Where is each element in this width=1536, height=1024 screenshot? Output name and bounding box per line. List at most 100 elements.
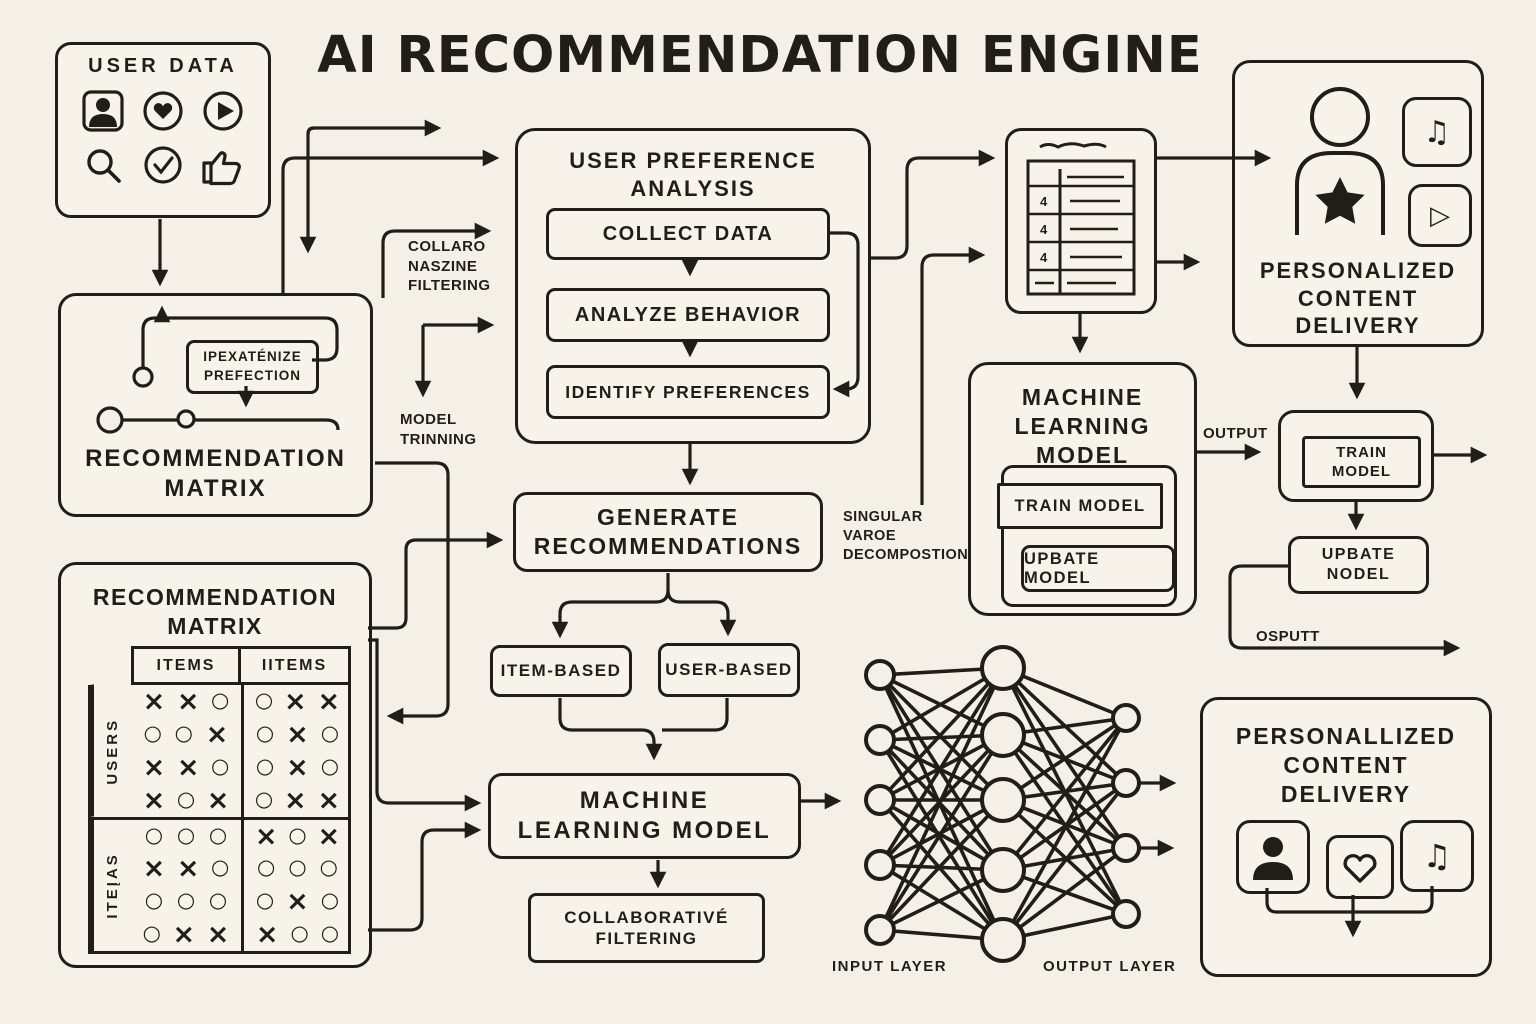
upbate-nodel-box: UPBATE NODEL	[1288, 536, 1429, 594]
nn-node	[1111, 768, 1141, 798]
personalized-content-delivery-top-box: ♫ ▷ PERSONALIZED CONTENT DELIVERY	[1232, 60, 1484, 347]
nn-node	[864, 724, 896, 756]
matrix-cell: ×○×	[142, 784, 230, 816]
item-based-box: ITEM-BASED	[490, 645, 632, 697]
recommendation-matrix-box: IPEXATÉNIZE PREFECTION RECOMMENDATION MA…	[58, 293, 373, 517]
matrix-cell: ○××	[241, 685, 351, 718]
machine-learning-model-box: MACHINE LEARNING MODEL	[488, 773, 801, 859]
nn-node	[980, 645, 1026, 691]
train-model-right-box: TRAIN MODEL	[1278, 410, 1434, 502]
collaro-naszine-filtering-label: COLLARO NASZINE FILTERING	[408, 238, 491, 294]
ml-right-title: MACHINE LEARNING MODEL	[1014, 384, 1151, 468]
matrix-row-group: USERS××○○××○○×○×○××○○×○×○×○××	[91, 685, 348, 817]
matrix-row: ××○ ○×○	[131, 750, 351, 784]
matrix-cell: ××○	[142, 853, 230, 885]
matrix-cell: ○○○	[144, 888, 228, 913]
matrix-col-header-items: ITEMS	[131, 646, 241, 685]
user-data-icons	[58, 88, 268, 188]
svg-text:4: 4	[1040, 250, 1048, 265]
play-circle-icon	[200, 88, 246, 134]
identify-preferences-step: IDENTIFY PREFERENCES	[546, 365, 830, 419]
nn-node	[980, 917, 1026, 963]
machine-learning-model-right-box: MACHINE LEARNING MODEL TRAIN MODEL UPBAT…	[968, 362, 1197, 616]
train-model-inner-box: TRAIN MODEL	[1302, 436, 1421, 488]
matrix-header-row: ITEMS IITEMS	[131, 646, 351, 685]
ipexatenize-line1: IPEXATÉNIZE	[203, 349, 302, 365]
matrix-row-group-label: ITEĮAS	[91, 819, 131, 952]
matrix-row: ××○ ○××	[131, 685, 351, 718]
matrix-row-group: ITEĮAS○○○×○×××○○○○○○○○×○○×××○○	[91, 816, 351, 952]
nn-node	[1111, 833, 1141, 863]
matrix-table: ITEMS IITEMS USERS××○○××○○×○×○××○○×○×○×○…	[88, 646, 351, 955]
matrix-table-title: RECOMMENDATION MATRIX	[92, 584, 338, 639]
matrix-cell: ○○×	[143, 718, 229, 750]
matrix-row: ×○× ○××	[131, 783, 351, 817]
osputt-label: OSPUTT	[1256, 628, 1320, 645]
upa-title: USER PREFERENCE ANALYSIS	[569, 148, 817, 201]
play-icon: ▷	[1408, 184, 1472, 247]
personalized-content-delivery-bottom-box: PERSONALLIZED CONTENT DELIVERY ♫	[1200, 697, 1492, 977]
nn-node	[864, 914, 896, 946]
user-preference-analysis-box: USER PREFERENCE ANALYSIS COLLECT DATA AN…	[515, 128, 871, 444]
matrix-cell: ×○○	[241, 918, 351, 952]
nn-node	[980, 777, 1026, 823]
output-layer-label: OUTPUT LAYER	[1043, 958, 1177, 975]
user-based-box: USER-BASED	[658, 643, 800, 697]
generate-recommendations-box: GENERATE RECOMMENDATIONS	[513, 492, 823, 572]
nn-node	[864, 659, 896, 691]
heart-circle-icon	[140, 88, 186, 134]
matrix-row: ○○× ○×○	[131, 717, 351, 751]
matrix-cell: ○×○	[241, 885, 351, 919]
matrix-cell: ○××	[241, 783, 351, 817]
page-title: AI RECOMMENDATION ENGINE	[317, 26, 1203, 85]
train-model-step: TRAIN MODEL	[997, 483, 1163, 529]
matrix-row: ○×× ×○○	[131, 918, 351, 952]
analyze-behavior-step: ANALYZE BEHAVIOR	[546, 288, 830, 342]
check-circle-icon	[140, 142, 186, 188]
collaborative-filtering-box: COLLABORATIVÉ FILTERING	[528, 893, 765, 963]
svg-text:4: 4	[1040, 194, 1048, 209]
user-data-title: USER DATA	[88, 55, 238, 77]
music-note-bottom-icon: ♫	[1400, 820, 1474, 892]
singular-varoe-label: SINGULAR VAROE DECOMPOSTION	[843, 509, 969, 563]
neural-network	[864, 645, 1141, 963]
input-layer-label: INPUT LAYER	[832, 958, 948, 975]
pcd-bottom-title: PERSONALLIZED CONTENT DELIVERY	[1235, 723, 1457, 807]
search-icon	[80, 142, 126, 188]
matrix-cell: ○×○	[241, 750, 351, 784]
person-icon	[1236, 820, 1310, 894]
matrix-row: ○○○ ×○×	[131, 819, 351, 853]
nn-node	[864, 849, 896, 881]
pcd-top-title: PERSONALIZED CONTENT DELIVERY	[1259, 258, 1457, 338]
matrix-cell: ××○	[142, 751, 230, 783]
upbate-model-step: UPBATE MODEL	[1021, 545, 1175, 592]
recommendation-matrix-table-box: RECOMMENDATION MATRIX ITEMS IITEMS USERS…	[58, 562, 372, 968]
nn-node	[1111, 703, 1141, 733]
matrix-body: USERS××○○××○○×○×○××○○×○×○×○××ITEĮAS○○○×○…	[88, 685, 351, 955]
ipexatenize-line2: PREFECTION	[203, 368, 301, 383]
matrix-cell: ○○○	[241, 852, 351, 886]
nn-node	[980, 712, 1026, 758]
nn-node	[864, 784, 896, 816]
matrix-col-header-iitems: IITEMS	[241, 646, 351, 685]
ipexatenize-prefection-box: IPEXATÉNIZE PREFECTION	[186, 340, 319, 394]
nn-node	[1111, 899, 1141, 929]
matrix-cell: ××○	[142, 685, 230, 717]
document-panel: 4 4 4	[1005, 128, 1157, 314]
user-data-box: USER DATA	[55, 42, 271, 218]
matrix-cell: ○×○	[241, 717, 351, 751]
matrix-row: ××○ ○○○	[131, 852, 351, 886]
matrix-cell: ×○×	[241, 819, 351, 853]
heart-icon	[1326, 835, 1394, 899]
matrix-cell: ○××	[142, 919, 230, 951]
ml-right-inner-container	[1001, 465, 1177, 607]
document-list-icon: 4 4 4	[1026, 142, 1136, 296]
music-note-icon: ♫	[1402, 97, 1472, 167]
recommendation-matrix-label: RECOMMENDATION MATRIX	[85, 445, 346, 502]
nn-node	[980, 847, 1026, 893]
svg-text:4: 4	[1040, 222, 1048, 237]
matrix-row: ○○○ ○×○	[131, 885, 351, 919]
matrix-cell: ○○○	[144, 822, 228, 847]
model-trinning-label: MODEL TRINNING	[400, 411, 477, 448]
